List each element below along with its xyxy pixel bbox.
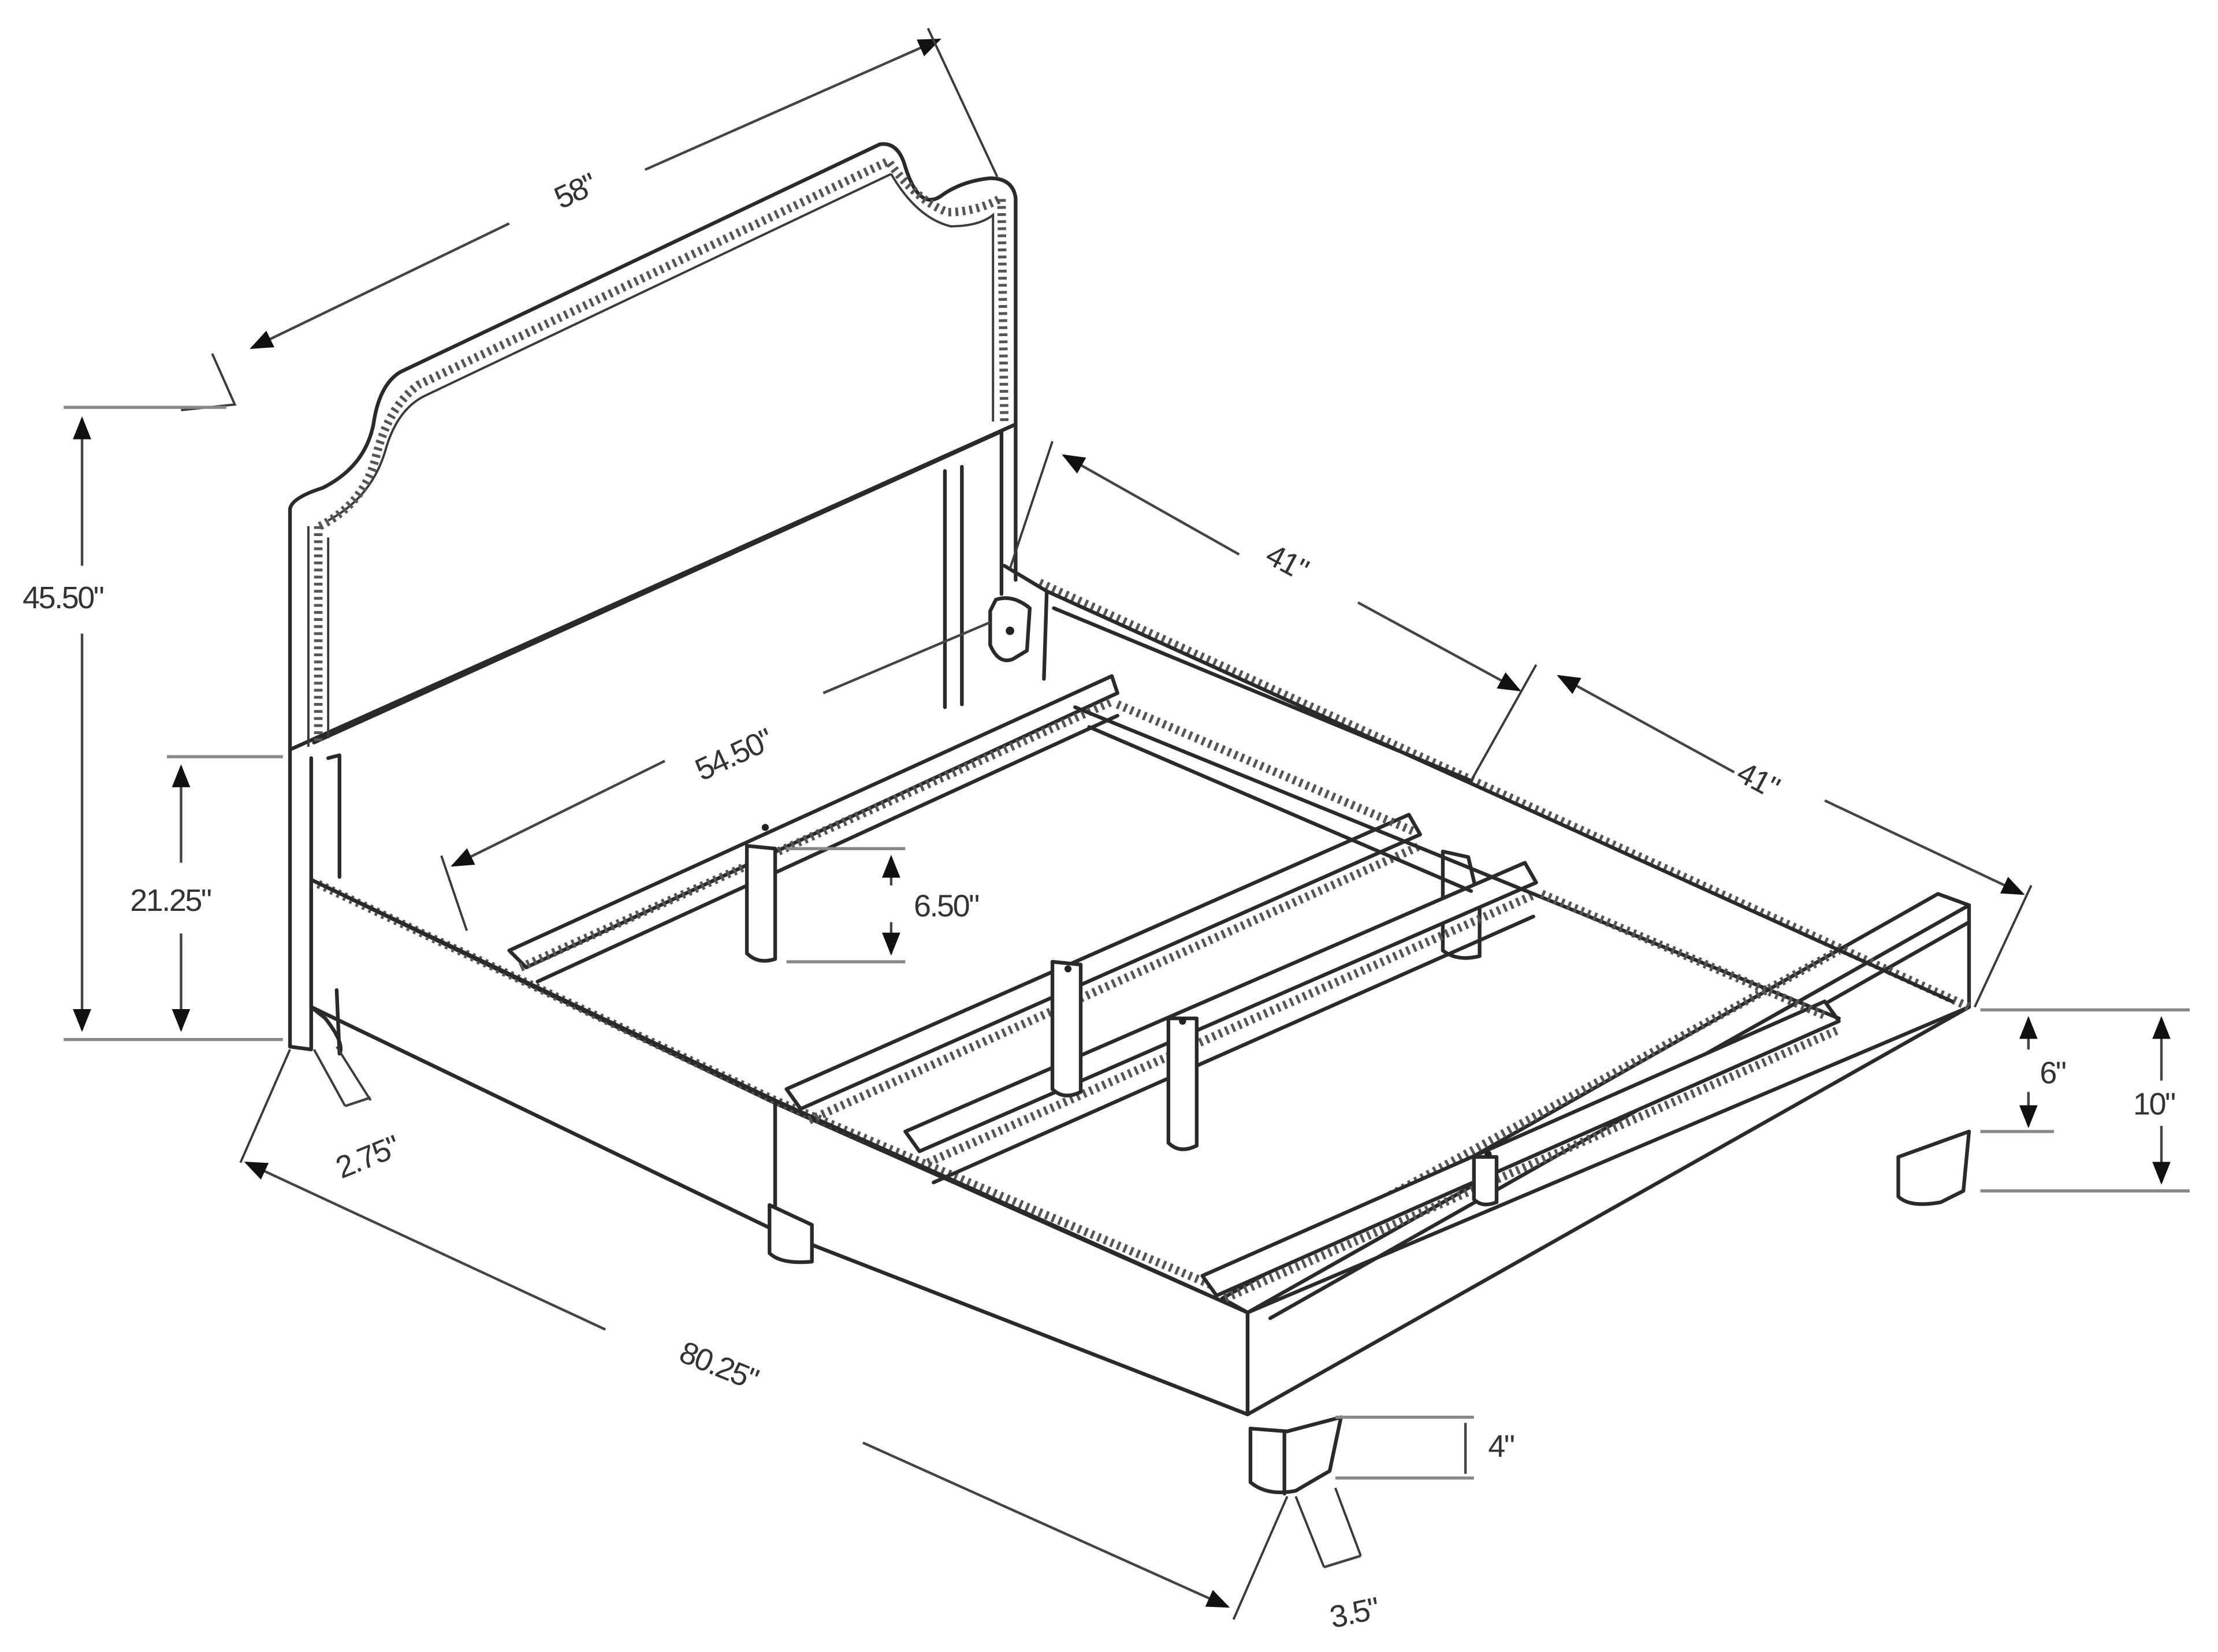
label-side-rail-2: 41"	[1731, 755, 1784, 805]
label-side-rail-1: 41"	[1260, 537, 1313, 587]
label-post-height: 21.25"	[130, 883, 211, 918]
dimension-lines	[64, 28, 2190, 1620]
center-support-legs	[745, 824, 1499, 1207]
label-frame-height: 10"	[2133, 1087, 2175, 1122]
label-headboard-width: 58"	[549, 167, 602, 216]
label-foot-leg-height: 4"	[1488, 1429, 1514, 1464]
label-total-height: 45.50"	[23, 581, 103, 615]
label-inner-width: 54.50"	[690, 722, 778, 787]
label-center-leg-height: 6.50"	[914, 889, 978, 924]
headboard	[288, 142, 1018, 1052]
label-foot-leg-width: 3.5"	[1327, 1591, 1382, 1635]
label-overall-length: 80.25"	[675, 1335, 762, 1397]
label-rail-height: 6"	[2040, 1056, 2066, 1091]
label-post-width: 2.75"	[331, 1129, 404, 1185]
left-side-rail	[309, 877, 1250, 1416]
